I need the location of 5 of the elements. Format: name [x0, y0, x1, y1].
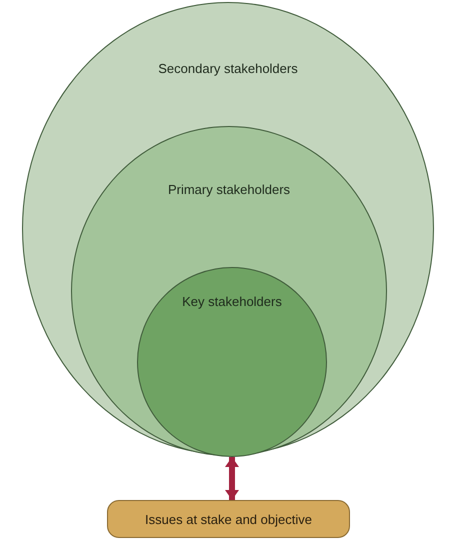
circle-label: Secondary stakeholders: [158, 61, 298, 76]
objective-box: Issues at stake and objective: [107, 500, 350, 538]
circle-label: Key stakeholders: [182, 294, 282, 309]
circle-label: Primary stakeholders: [168, 182, 290, 197]
double-arrow: [225, 457, 239, 500]
